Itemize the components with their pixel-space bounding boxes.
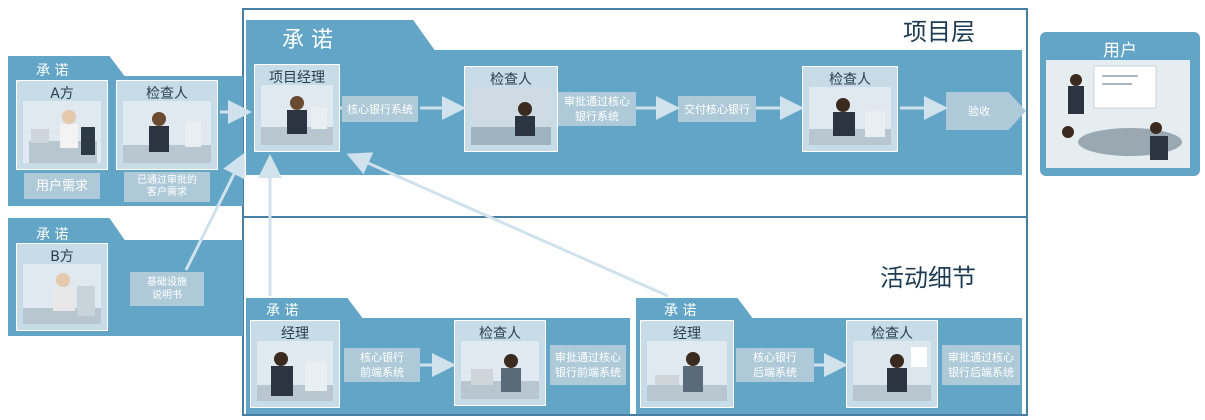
person-at-desk-icon — [257, 341, 333, 401]
party-a-label: A方 — [50, 86, 74, 102]
person-at-desk-icon — [853, 341, 931, 401]
back-manager-card: 经理 — [640, 320, 734, 408]
project-checker-2-label: 检查人 — [829, 72, 871, 88]
back-manager-label: 经理 — [673, 326, 701, 342]
project-promise-label: 承 诺 — [282, 28, 333, 53]
approved-core-step: 审批通过核心 银行系统 — [558, 92, 636, 126]
activity-detail-title: 活动细节 — [880, 264, 976, 292]
project-frame — [242, 8, 1028, 416]
infra-spec-box: 基础设施 说明书 — [130, 272, 204, 306]
project-checker-2-card: 检查人 — [802, 66, 898, 152]
person-at-desk-icon — [647, 341, 727, 401]
party-b-label: B方 — [50, 249, 74, 265]
project-checker-1-card: 检查人 — [464, 66, 558, 152]
core-back-step: 核心银行 后端系统 — [736, 348, 814, 382]
project-folder-tab — [246, 20, 436, 52]
party-b-folder-tab — [8, 218, 126, 242]
party-a-checker-label: 检查人 — [146, 86, 188, 102]
person-at-desk-icon — [471, 87, 551, 145]
party-a-card: A方 — [16, 80, 108, 170]
party-a-checker-card: 检查人 — [116, 80, 218, 170]
front-promise-label: 承 诺 — [266, 303, 299, 319]
accept-step: 验收 — [946, 92, 1026, 130]
approved-back-step: 审批通过核心 银行后端系统 — [942, 345, 1020, 385]
meeting-presentation-icon — [1046, 60, 1190, 168]
approved-needs-box: 已通过审批的 客户需求 — [124, 172, 210, 202]
person-at-desk-icon — [23, 264, 101, 324]
user-label: 用户 — [1103, 41, 1137, 61]
party-a-folder-tab — [8, 56, 126, 78]
project-checker-1-label: 检查人 — [490, 72, 532, 88]
person-at-desk-icon — [123, 101, 211, 163]
back-checker-label: 检查人 — [871, 326, 913, 342]
back-folder-tab — [636, 298, 754, 320]
project-manager-label: 项目经理 — [269, 70, 325, 86]
back-promise-label: 承 诺 — [664, 303, 697, 319]
party-b-card: B方 — [16, 243, 108, 331]
person-at-desk-icon — [461, 341, 539, 399]
back-checker-card: 检查人 — [846, 320, 938, 408]
arrow-b-to-pm — [184, 152, 245, 271]
front-manager-card: 经理 — [250, 320, 340, 408]
front-checker-card: 检查人 — [454, 320, 546, 406]
person-at-desk-icon — [23, 101, 101, 163]
approved-front-step: 审批通过核心 银行前端系统 — [550, 345, 626, 385]
front-checker-label: 检查人 — [479, 326, 521, 342]
front-folder-tab — [246, 298, 364, 320]
deliver-core-step: 交付核心银行 — [678, 96, 756, 122]
party-b-promise-label: 承 诺 — [36, 227, 69, 243]
arrow-back-to-pm — [346, 152, 669, 298]
core-bank-step: 核心银行系统 — [342, 96, 418, 122]
party-a-promise-label: 承 诺 — [36, 63, 69, 79]
layer-divider — [242, 216, 1028, 218]
person-at-desk-icon — [261, 85, 333, 145]
project-layer-title: 项目层 — [903, 18, 975, 46]
core-front-step: 核心银行 前端系统 — [344, 348, 420, 382]
person-at-desk-icon — [809, 87, 891, 145]
front-manager-label: 经理 — [281, 326, 309, 342]
user-needs-box: 用户需求 — [24, 173, 100, 199]
project-manager-card: 项目经理 — [254, 64, 340, 152]
